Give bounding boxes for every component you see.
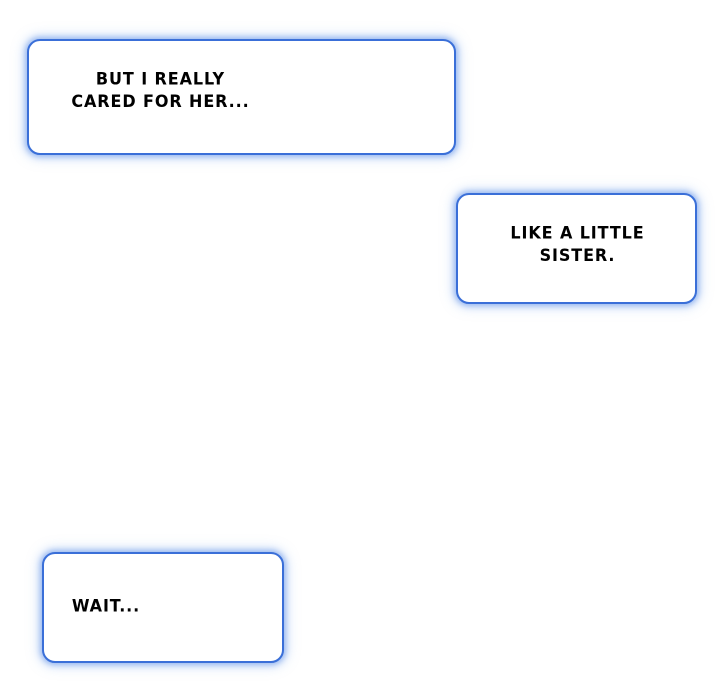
speech-bubble-1: BUT I REALLY CARED FOR HER... [27, 39, 456, 155]
speech-bubble-3: WAIT... [42, 552, 284, 663]
speech-bubble-2-text: LIKE A LITTLE SISTER. [510, 222, 645, 265]
speech-bubble-1-text: BUT I REALLY CARED FOR HER... [71, 68, 250, 112]
speech-bubble-2: LIKE A LITTLE SISTER. [456, 193, 697, 304]
speech-bubble-3-text: WAIT... [71, 595, 141, 616]
